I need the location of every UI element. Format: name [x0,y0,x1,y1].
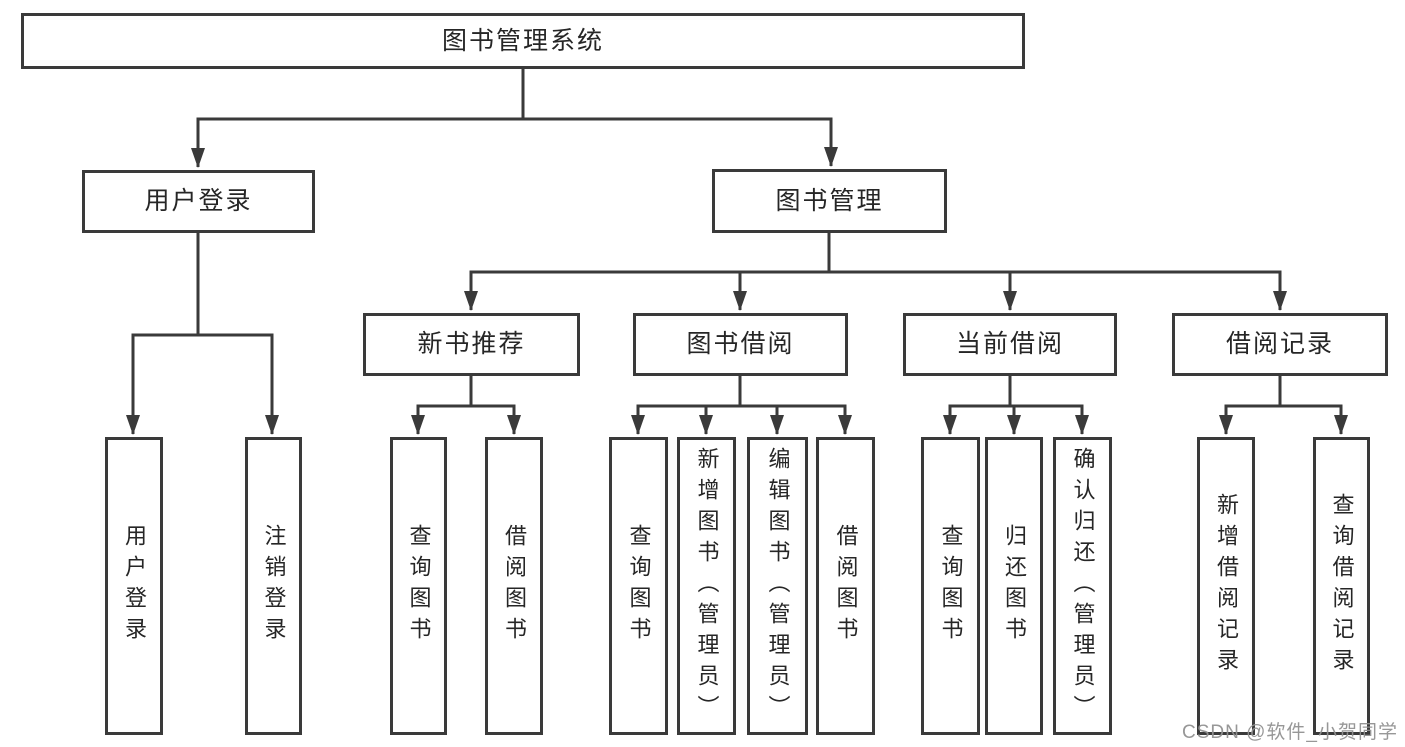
node-label: 借阅图书 [502,524,527,648]
leaf-bookborrow-edit-books-admin: 编辑图书（管理员） [747,437,808,735]
node-current-borrow: 当前借阅 [903,313,1117,376]
connector-new-book-recommend-to-leaves [411,376,521,435]
node-label: 新增借阅记录 [1214,493,1239,679]
leaf-records-add-borrow-record: 新增借阅记录 [1197,437,1255,735]
connector-root-to-level2 [191,67,838,168]
leaf-newbook-borrow-books: 借阅图书 [485,437,543,735]
leaf-logout: 注销登录 [245,437,302,735]
node-label: 查询图书 [938,524,964,648]
node-label: 借阅记录 [1225,330,1334,358]
node-borrow-records: 借阅记录 [1172,313,1388,376]
node-label: 确认归还（管理员） [1070,446,1096,726]
leaf-current-return-books: 归还图书 [985,437,1043,735]
node-label: 图书借阅 [686,330,795,358]
node-label: 新增图书（管理员） [694,446,720,726]
node-book-management: 图书管理 [712,169,947,233]
leaf-newbook-query-books: 查询图书 [390,437,447,735]
node-label: 查询图书 [406,524,432,648]
node-user-login: 用户登录 [82,170,315,233]
node-label: 新书推荐 [417,330,526,358]
csdn-watermark: CSDN @软件_小贺同学 [1182,722,1398,743]
leaf-bookborrow-query-books: 查询图书 [609,437,668,735]
connector-borrow-records-to-leaves [1219,376,1348,435]
leaf-bookborrow-add-books-admin: 新增图书（管理员） [677,437,736,735]
node-label: 借阅图书 [833,524,859,648]
leaf-current-query-books: 查询图书 [921,437,980,735]
node-label: 编辑图书（管理员） [765,446,791,726]
leaf-bookborrow-borrow-books: 借阅图书 [816,437,875,735]
node-label: 归还图书 [1002,524,1027,648]
node-label: 注销登录 [261,524,287,648]
connector-book-management-to-level3 [464,233,1287,311]
leaf-records-query-borrow-record: 查询借阅记录 [1313,437,1370,735]
node-label: 用户登录 [144,187,253,215]
connector-book-borrow-to-leaves [631,376,852,435]
leaf-user-login: 用户登录 [105,437,163,735]
connector-current-borrow-to-leaves [943,376,1089,435]
node-label: 查询图书 [626,524,652,648]
node-book-borrow: 图书借阅 [633,313,848,376]
node-label: 用户登录 [122,524,147,648]
node-root-library-management-system: 图书管理系统 [21,13,1025,69]
node-label: 图书管理系统 [441,26,604,55]
leaf-current-confirm-return-admin: 确认归还（管理员） [1053,437,1112,735]
connector-user-login-to-leaves [126,233,279,435]
node-label: 当前借阅 [955,330,1064,358]
node-label: 图书管理 [775,186,884,215]
node-new-book-recommend: 新书推荐 [363,313,580,376]
node-label: 查询借阅记录 [1329,493,1355,679]
